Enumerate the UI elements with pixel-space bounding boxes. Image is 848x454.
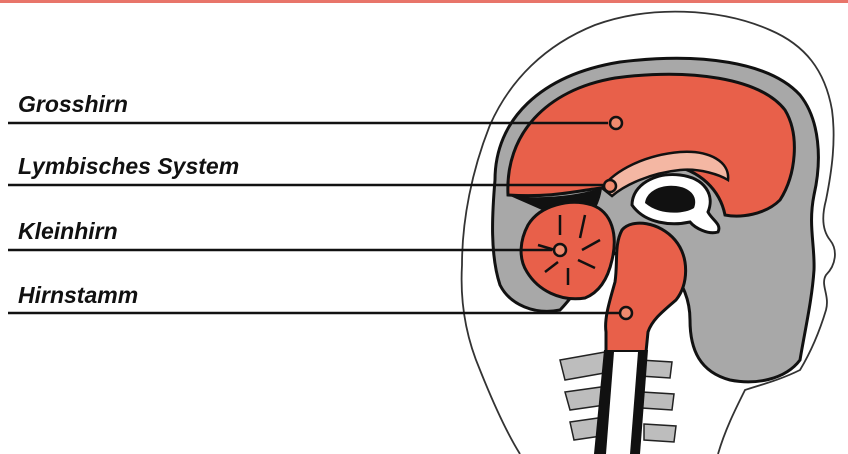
marker-cerebrum	[610, 117, 622, 129]
label-limbic: Lymbisches System	[18, 153, 239, 179]
label-cerebrum: Grosshirn	[18, 91, 128, 117]
marker-limbic	[604, 180, 616, 192]
label-cerebellum: Kleinhirn	[18, 218, 118, 244]
marker-cerebellum	[554, 244, 566, 256]
label-brainstem: Hirnstamm	[18, 282, 138, 308]
marker-brainstem	[620, 307, 632, 319]
